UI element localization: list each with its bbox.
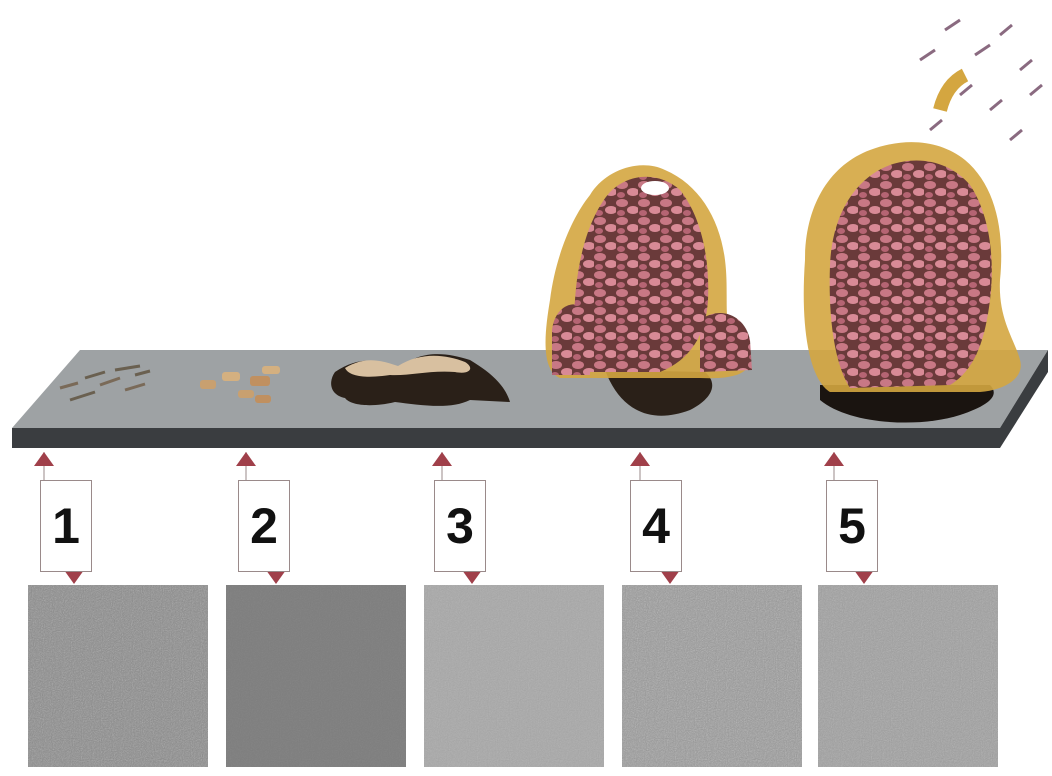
stage-label-1: 1: [40, 480, 92, 572]
stage-label-2: 2: [238, 480, 290, 572]
micrograph-stage-5: [818, 585, 998, 767]
arrow-up-marker-5: [824, 452, 844, 466]
micrograph-stage-4: [622, 585, 802, 767]
stage-number: 5: [838, 497, 866, 555]
arrow-up-marker-2: [236, 452, 256, 466]
micrograph-stage-3: [424, 585, 604, 767]
micrograph-stage-1: [28, 585, 208, 767]
arrow-up-marker-1: [34, 452, 54, 466]
stage-number: 3: [446, 497, 474, 555]
micrograph-stage-2: [226, 585, 406, 767]
stage-label-5: 5: [826, 480, 878, 572]
dispersing-cells: [920, 20, 1042, 140]
arrow-down-marker-5: [854, 570, 874, 584]
arrow-up-marker-3: [432, 452, 452, 466]
stage-number: 4: [642, 497, 670, 555]
stage-label-3: 3: [434, 480, 486, 572]
arrow-down-marker-4: [660, 570, 680, 584]
stage-number: 1: [52, 497, 80, 555]
arrow-up-marker-4: [630, 452, 650, 466]
arrow-down-marker-2: [266, 570, 286, 584]
stage-number: 2: [250, 497, 278, 555]
stage-label-4: 4: [630, 480, 682, 572]
arrow-down-marker-3: [462, 570, 482, 584]
stage-5-dispersal: [804, 20, 1042, 423]
arrow-down-marker-1: [64, 570, 84, 584]
